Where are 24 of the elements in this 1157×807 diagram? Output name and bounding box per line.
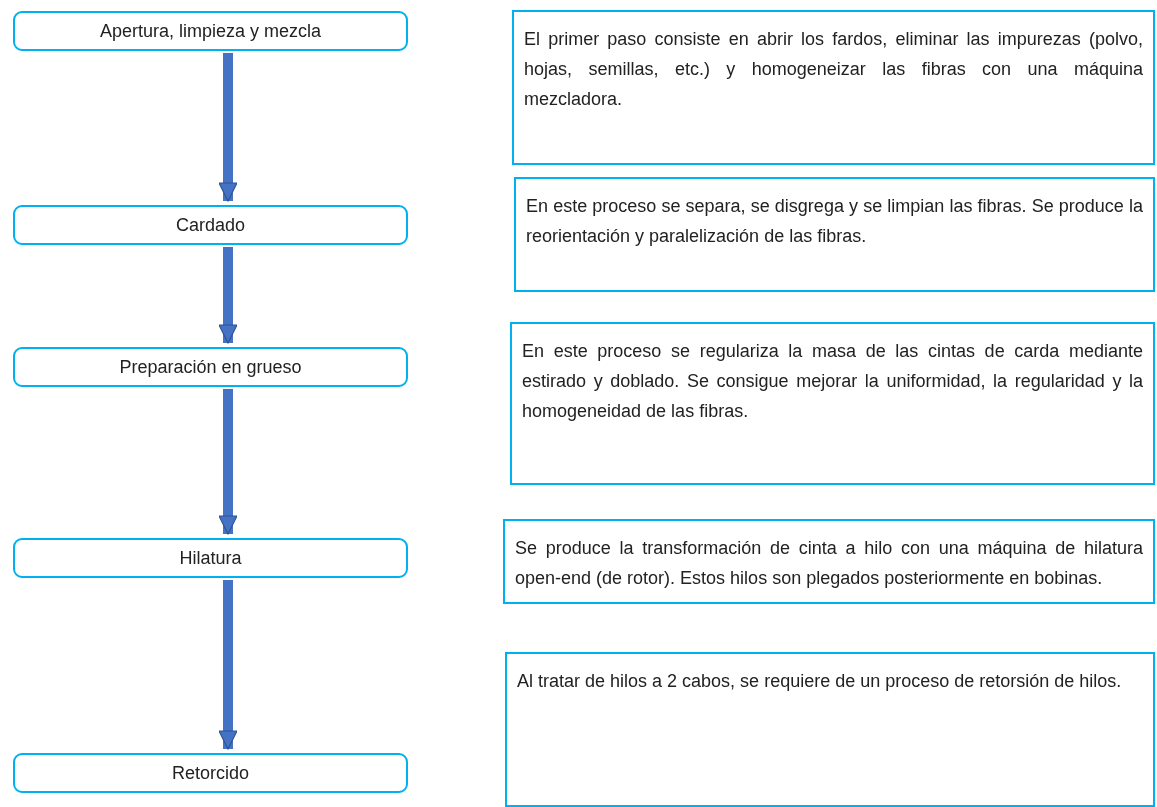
node-text: Apertura, limpieza y mezcla (99, 20, 322, 42)
process-box (13, 11, 408, 51)
block-arrow (218, 247, 238, 344)
block-arrow (218, 580, 238, 750)
node-text: Hilatura (179, 547, 242, 569)
description-box (505, 652, 1155, 807)
description-box (503, 519, 1155, 604)
node-text: Al tratar de hilos a 2 cabos, se requiere de un proceso de retorsión de hilos. (517, 670, 1123, 693)
block-arrow (218, 389, 238, 535)
node-text: En este proceso se separa, se disgrega y se limpian las fibras. Se produce la reorientación y paralelización de las fibras. (526, 195, 1143, 248)
process-box (13, 347, 408, 387)
description-box (510, 322, 1155, 485)
node-text: En este proceso se regulariza la masa de las cintas de carda mediante estirado y doblado. Se consigue mejorar la uniformidad, la regularidad y la homogeneidad de las fibras. (522, 340, 1143, 423)
process-box (13, 753, 408, 793)
node-text: El primer paso consiste en abrir los fardos, eliminar las impurezas (polvo, hojas, semillas, etc.) y homogeneizar las fibras con una máquina mezcladora. (524, 28, 1143, 111)
description-box (512, 10, 1155, 165)
process-box (13, 205, 408, 245)
node-text: Se produce la transformación de cinta a hilo con una máquina de hilatura open-end (de rotor). Estos hilos son plegados posteriormente en bobinas. (515, 537, 1143, 590)
node-text: Preparación en grueso (119, 356, 302, 378)
description-box (514, 177, 1155, 292)
block-arrow (218, 53, 238, 202)
node-text: Cardado (175, 214, 245, 236)
node-text: Retorcido (171, 762, 249, 784)
process-box (13, 538, 408, 578)
